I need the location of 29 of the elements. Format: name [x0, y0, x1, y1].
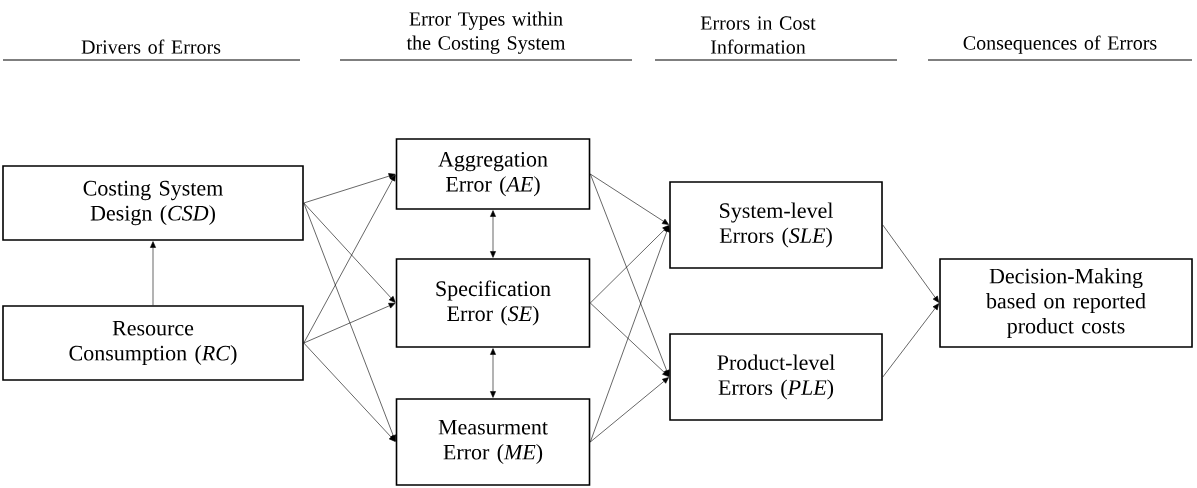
arrow [303, 173, 396, 204]
arrow [303, 202, 397, 442]
arrow [490, 210, 496, 258]
arrow [590, 377, 669, 443]
arrow [490, 348, 496, 398]
column-header: Drivers of Errors [81, 39, 221, 54]
column-header: Consequences of Errors [963, 35, 1157, 54]
process-box: Product-level Errors (PLE) [669, 333, 883, 421]
column-header: Error Types within the Costing System [406, 11, 566, 54]
arrow [303, 202, 396, 303]
process-box: Measurment Error (ME) [395, 398, 591, 486]
arrow [590, 225, 670, 443]
column-header: Errors in Cost Information [700, 16, 816, 54]
arrow [882, 303, 940, 378]
process-box: Aggregation Error (AE) [395, 138, 591, 210]
arrow [590, 173, 669, 225]
process-box: Costing System Design (CSD) [2, 165, 304, 241]
arrow [303, 302, 396, 344]
arrow [882, 224, 940, 303]
arrow [590, 173, 670, 377]
process-box: Decision-Making based on reported product costs [939, 258, 1193, 348]
process-box: Resource Consumption (RC) [2, 305, 304, 381]
process-box: Specification Error (SE) [395, 258, 591, 348]
arrow [303, 174, 396, 344]
arrow [150, 241, 156, 306]
arrow [590, 302, 669, 377]
arrow [303, 342, 396, 442]
arrow [590, 225, 669, 304]
process-box: System-level Errors (SLE) [669, 181, 883, 269]
